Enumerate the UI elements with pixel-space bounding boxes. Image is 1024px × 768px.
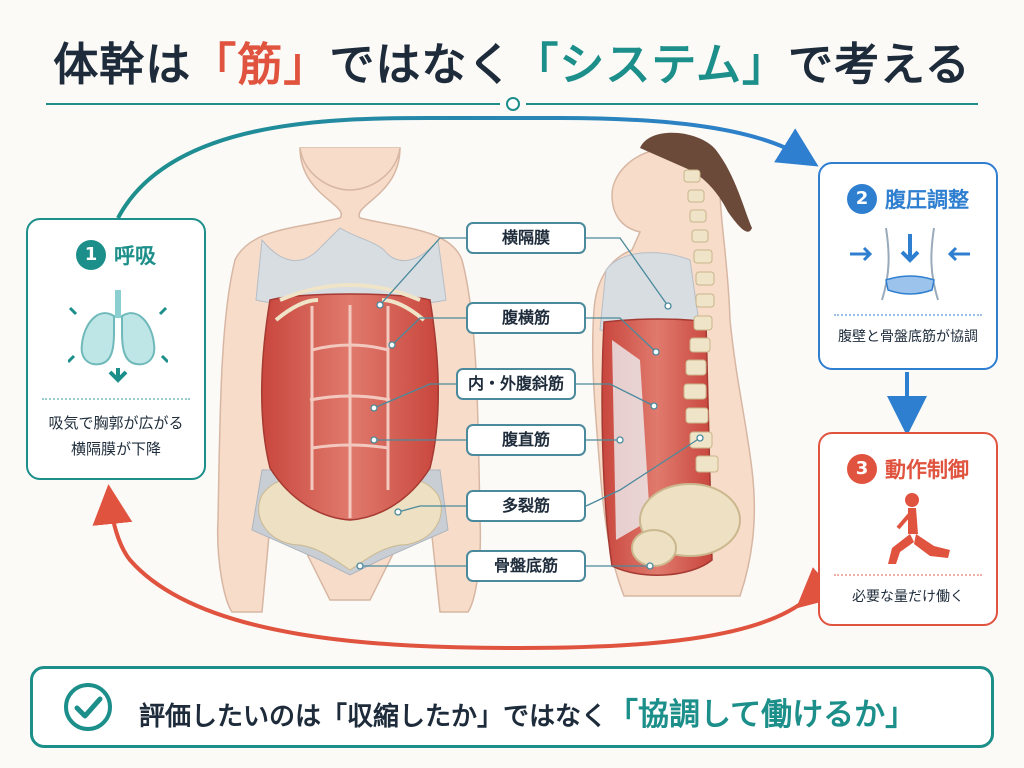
card-pressure-line1: 腹壁と骨盤底筋が協調 bbox=[838, 329, 978, 345]
card-breathing-title: 呼吸 bbox=[114, 244, 156, 268]
footer-message-box: 評価したいのは「収縮したか」ではなく「協調して働けるか」 bbox=[30, 666, 994, 748]
page-title: 体幹は「筋」ではなく「システム」で考える bbox=[0, 28, 1024, 93]
lungs-icon bbox=[68, 290, 168, 383]
label-obliques: 内・外腹斜筋 bbox=[456, 368, 576, 400]
check-circle-icon bbox=[64, 683, 112, 731]
card-motion-line1: 必要な量だけ働く bbox=[852, 589, 964, 605]
footer-quote: 「収縮したか」 bbox=[321, 702, 504, 732]
label-diaphragm: 横隔膜 bbox=[466, 222, 586, 254]
footer-emphasis: 「協調して働けるか」 bbox=[607, 697, 917, 733]
lunge-figure-icon bbox=[888, 493, 950, 564]
title-bracket-open-2: 「 bbox=[513, 38, 560, 91]
footer-text: 評価したいのは「収縮したか」ではなく「協調して働けるか」 bbox=[139, 689, 916, 734]
card-motion-control: 3 動作制御 必要な量だけ働く bbox=[818, 432, 998, 626]
title-bracket-open-1: 「 bbox=[191, 38, 238, 91]
title-highlight-system: システム bbox=[559, 38, 743, 91]
label-rectus-abdominis: 腹直筋 bbox=[466, 424, 586, 456]
card-motion-title: 動作制御 bbox=[885, 458, 969, 482]
card-pressure-title: 腹圧調整 bbox=[885, 188, 969, 212]
card-breathing: 1 呼吸 吸気で胸郭が広がる 横隔膜が下降 bbox=[26, 218, 206, 480]
label-transversus-abdominis: 腹横筋 bbox=[466, 302, 586, 334]
cycle-arrow-top bbox=[116, 116, 819, 219]
title-part3: で考える bbox=[788, 38, 971, 91]
label-multifidus: 多裂筋 bbox=[466, 490, 586, 522]
footer-text-part1: 評価したいのは bbox=[139, 702, 322, 732]
card-breathing-line1: 吸気で胸郭が広がる bbox=[48, 414, 184, 432]
step-number-1: 1 bbox=[76, 240, 106, 270]
card-breathing-line2: 横隔膜が下降 bbox=[70, 440, 161, 458]
leader-lines bbox=[356, 237, 704, 570]
footer-text-part2: ではなく bbox=[503, 702, 608, 732]
title-divider bbox=[46, 97, 978, 111]
title-part1: 体幹は bbox=[53, 38, 192, 91]
label-pelvic-floor: 骨盤底筋 bbox=[466, 550, 586, 582]
front-torso-illustration bbox=[216, 147, 482, 613]
cycle-arrow-bottom bbox=[92, 484, 840, 651]
title-part2: ではなく bbox=[329, 38, 514, 91]
step-number-2: 2 bbox=[847, 184, 877, 214]
card-abdominal-pressure: 2 腹圧調整 腹壁と骨盤底筋が協調 bbox=[818, 162, 998, 370]
step-number-3: 3 bbox=[847, 454, 877, 484]
title-highlight-muscle: 筋 bbox=[237, 38, 284, 91]
side-torso-illustration bbox=[591, 132, 756, 597]
title-bracket-close-1: 」 bbox=[283, 38, 330, 91]
abdominal-pressure-icon bbox=[850, 227, 970, 301]
title-bracket-close-2: 」 bbox=[742, 38, 789, 91]
